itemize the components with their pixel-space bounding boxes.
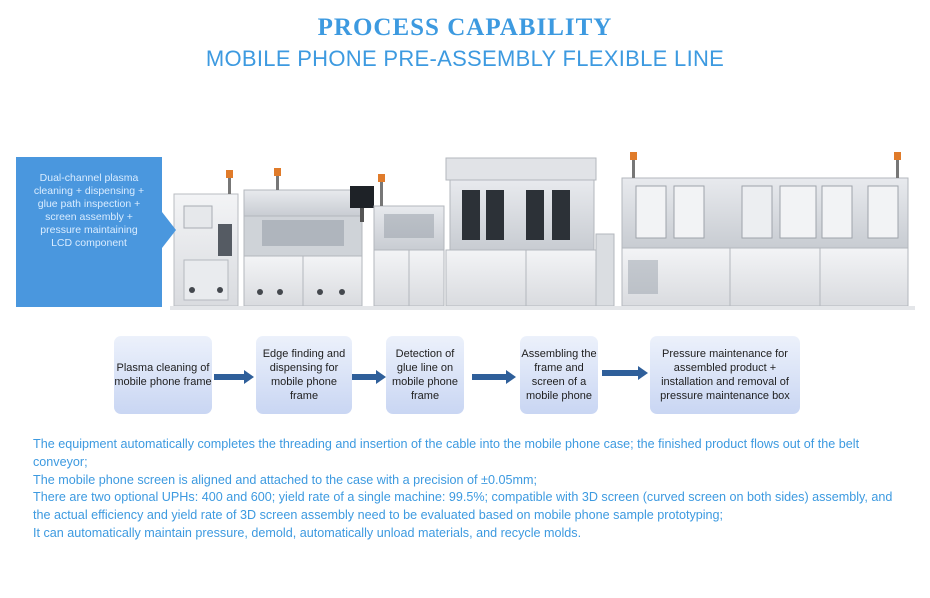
process-step-label: Assembling the frame and screen of a mob…	[521, 348, 597, 402]
process-step-pressure-maintenance: Pressure maintenance for assembled produ…	[650, 336, 800, 414]
machine-pressure-maintenance	[621, 152, 909, 307]
machine-plasma-cleaning	[173, 170, 239, 307]
description-line: The equipment automatically completes th…	[33, 437, 860, 469]
description-block: The equipment automatically completes th…	[33, 436, 903, 543]
machine-monitor	[350, 186, 374, 222]
process-step-plasma-cleaning: Plasma cleaning of mobile phone frame	[114, 336, 212, 414]
flow-arrow	[602, 366, 648, 380]
process-step-label: Detection of glue line on mobile phone f…	[391, 348, 459, 402]
flow-arrow	[214, 370, 254, 384]
machine-glue-inspection	[373, 174, 445, 307]
process-step-label: Plasma cleaning of mobile phone frame	[114, 362, 212, 388]
callout-box	[16, 157, 162, 307]
callout-pointer	[162, 212, 176, 248]
page-subtitle: MOBILE PHONE PRE-ASSEMBLY FLEXIBLE LINE	[205, 46, 725, 71]
machine-screen-assembly	[445, 157, 615, 307]
process-step-glue-detection: Detection of glue line on mobile phone f…	[386, 336, 464, 414]
flow-arrow	[472, 370, 516, 384]
process-step-frame-screen-assembly: Assembling the frame and screen of a mob…	[520, 336, 598, 414]
description-line: There are two optional UPHs: 400 and 600…	[33, 490, 893, 523]
page-title: PROCESS CAPABILITY	[317, 14, 613, 41]
assembly-line-illustration	[170, 152, 915, 310]
flow-arrow	[352, 370, 386, 384]
description-line: It can automatically maintain pressure, …	[33, 525, 582, 540]
process-step-label: Pressure maintenance for assembled produ…	[660, 348, 790, 402]
callout-text: Dual-channel plasma cleaning + dispensin…	[33, 172, 145, 249]
process-step-label: Edge finding and dispensing for mobile p…	[262, 348, 346, 402]
machine-dispensing	[243, 168, 363, 307]
process-step-edge-dispensing: Edge finding and dispensing for mobile p…	[256, 336, 352, 414]
description-line: The mobile phone screen is aligned and a…	[33, 472, 537, 487]
